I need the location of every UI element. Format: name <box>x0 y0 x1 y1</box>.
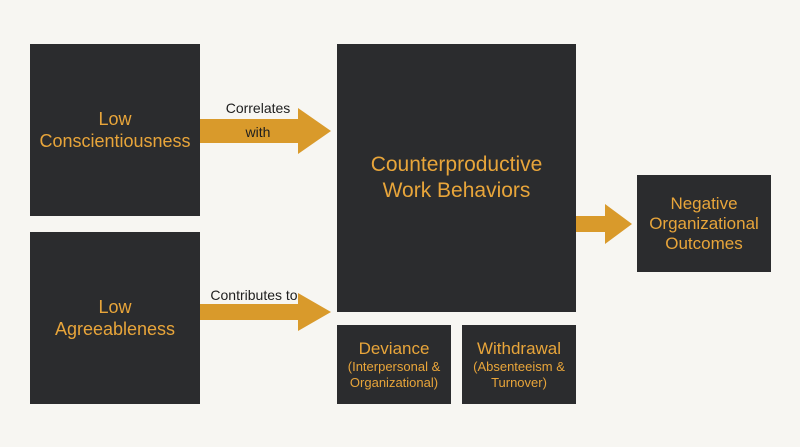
arrow-correlates-with <box>200 108 331 154</box>
node-noo-line-3: Outcomes <box>665 233 743 253</box>
node-cwb-line-2: Work Behaviors <box>382 179 531 202</box>
arrow-to-outcomes-shape <box>576 204 632 244</box>
edge-label-correlates-line-2: with <box>245 124 271 140</box>
edge-label-correlates-with: Correlates with <box>210 97 306 143</box>
node-deviance: Deviance (Interpersonal & Organizational… <box>337 325 451 404</box>
node-withdrawal-title: Withdrawal <box>476 338 562 358</box>
node-deviance-sub-1: (Interpersonal & <box>347 358 441 374</box>
node-deviance-sub-2: Organizational) <box>349 374 439 390</box>
node-low-conscientiousness: Low Conscientiousness <box>30 44 200 216</box>
node-deviance-title: Deviance <box>358 338 430 358</box>
node-counterproductive-work-behaviors: Counterproductive Work Behaviors <box>337 44 576 312</box>
node-withdrawal: Withdrawal (Absenteeism & Turnover) <box>462 325 576 404</box>
node-cwb-line-1: Counterproductive <box>370 153 543 176</box>
arrow-contributes-to-shape <box>200 293 331 331</box>
node-withdrawal-sub-2: Turnover) <box>491 374 547 390</box>
node-low-agreeableness: Low Agreeableness <box>30 232 200 404</box>
edge-label-correlates-line-1: Correlates <box>225 100 291 116</box>
node-low-conscientiousness-line-2: Conscientiousness <box>39 131 191 151</box>
node-low-conscientiousness-line-1: Low <box>98 109 132 129</box>
node-low-agreeableness-line-2: Agreeableness <box>54 319 176 339</box>
arrow-contributes-to <box>200 293 331 331</box>
arrow-to-outcomes <box>576 204 632 244</box>
node-withdrawal-sub-1: (Absenteeism & <box>473 358 565 374</box>
node-noo-line-2: Organizational <box>649 213 759 233</box>
node-negative-organizational-outcomes: Negative Organizational Outcomes <box>637 175 771 272</box>
arrow-correlates-with-shape <box>200 108 331 154</box>
node-noo-line-1: Negative <box>670 193 738 213</box>
edge-label-contributes-to: Contributes to <box>210 287 298 303</box>
node-low-agreeableness-line-1: Low <box>98 297 132 317</box>
